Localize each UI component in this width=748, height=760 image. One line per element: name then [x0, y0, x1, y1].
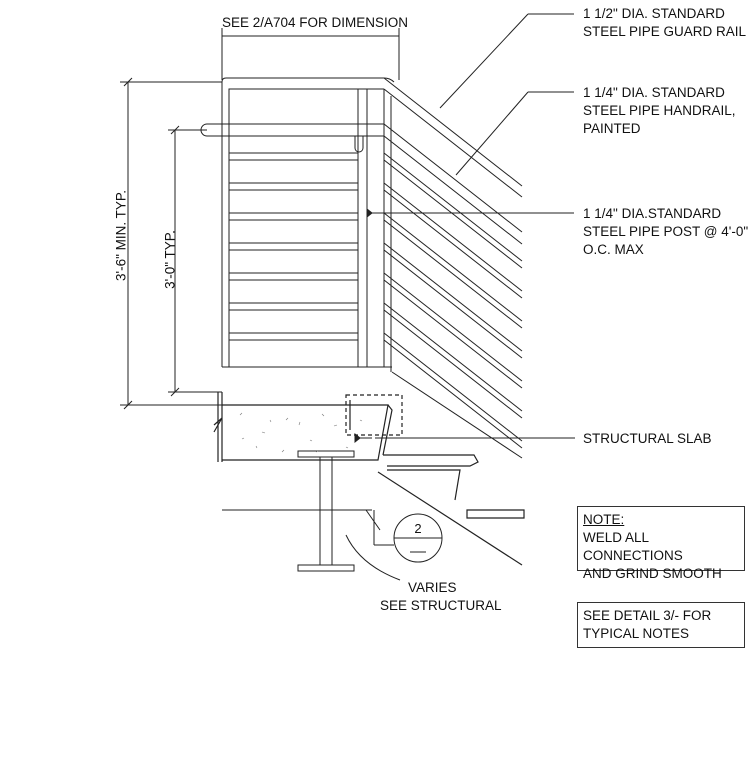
note-line-1: WELD ALL CONNECTIONS	[583, 530, 683, 563]
post-label-1: 1 1/4" DIA.STANDARD	[583, 206, 722, 221]
height-dimensions	[120, 77, 222, 410]
sloped-rails	[383, 152, 523, 459]
note-line-2: AND GRIND SMOOTH	[583, 566, 722, 581]
post-label-2: STEEL PIPE POST @ 4'-0"	[583, 224, 748, 239]
guard-rail-label-2: STEEL PIPE GUARD RAIL	[583, 24, 747, 39]
detail-ref-line-1: SEE DETAIL 3/- FOR	[583, 608, 712, 623]
top-dimension-line	[221, 28, 400, 80]
varies-label-1: VARIES	[408, 580, 457, 595]
posts	[357, 89, 392, 372]
detail-number: 2	[414, 521, 421, 536]
guard-height-dimension-label: 3'-6" MIN. TYP.	[113, 190, 129, 281]
varies-label-2: SEE STRUCTURAL	[380, 598, 502, 613]
top-dimension-label: SEE 2/A704 FOR DIMENSION	[222, 15, 409, 30]
handrail-label-3: PAINTED	[583, 121, 641, 136]
weld-note-box: NOTE: WELD ALL CONNECTIONS AND GRIND SMO…	[577, 506, 745, 581]
guard-rail-frame	[221, 77, 523, 367]
horizontal-rails	[222, 152, 392, 368]
detail-bubble	[374, 513, 443, 563]
note-title: NOTE:	[583, 512, 625, 527]
guard-rail-label-1: 1 1/2" DIA. STANDARD	[583, 6, 725, 21]
handrail-label-1: 1 1/4" DIA. STANDARD	[583, 85, 725, 100]
structural-slab	[213, 392, 525, 566]
handrail	[200, 123, 523, 245]
detail-ref-line-2: TYPICAL NOTES	[583, 626, 690, 641]
steel-beam	[222, 432, 575, 581]
handrail-height-dimension-label: 3'-0" TYP.	[162, 230, 178, 289]
structural-slab-label: STRUCTURAL SLAB	[583, 431, 712, 446]
handrail-label-2: STEEL PIPE HANDRAIL,	[583, 103, 736, 118]
post-label-3: O.C. MAX	[583, 242, 644, 257]
concrete-hatching	[239, 412, 363, 453]
leader-lines	[366, 13, 574, 219]
detail-reference-box: SEE DETAIL 3/- FOR TYPICAL NOTES	[577, 602, 745, 648]
